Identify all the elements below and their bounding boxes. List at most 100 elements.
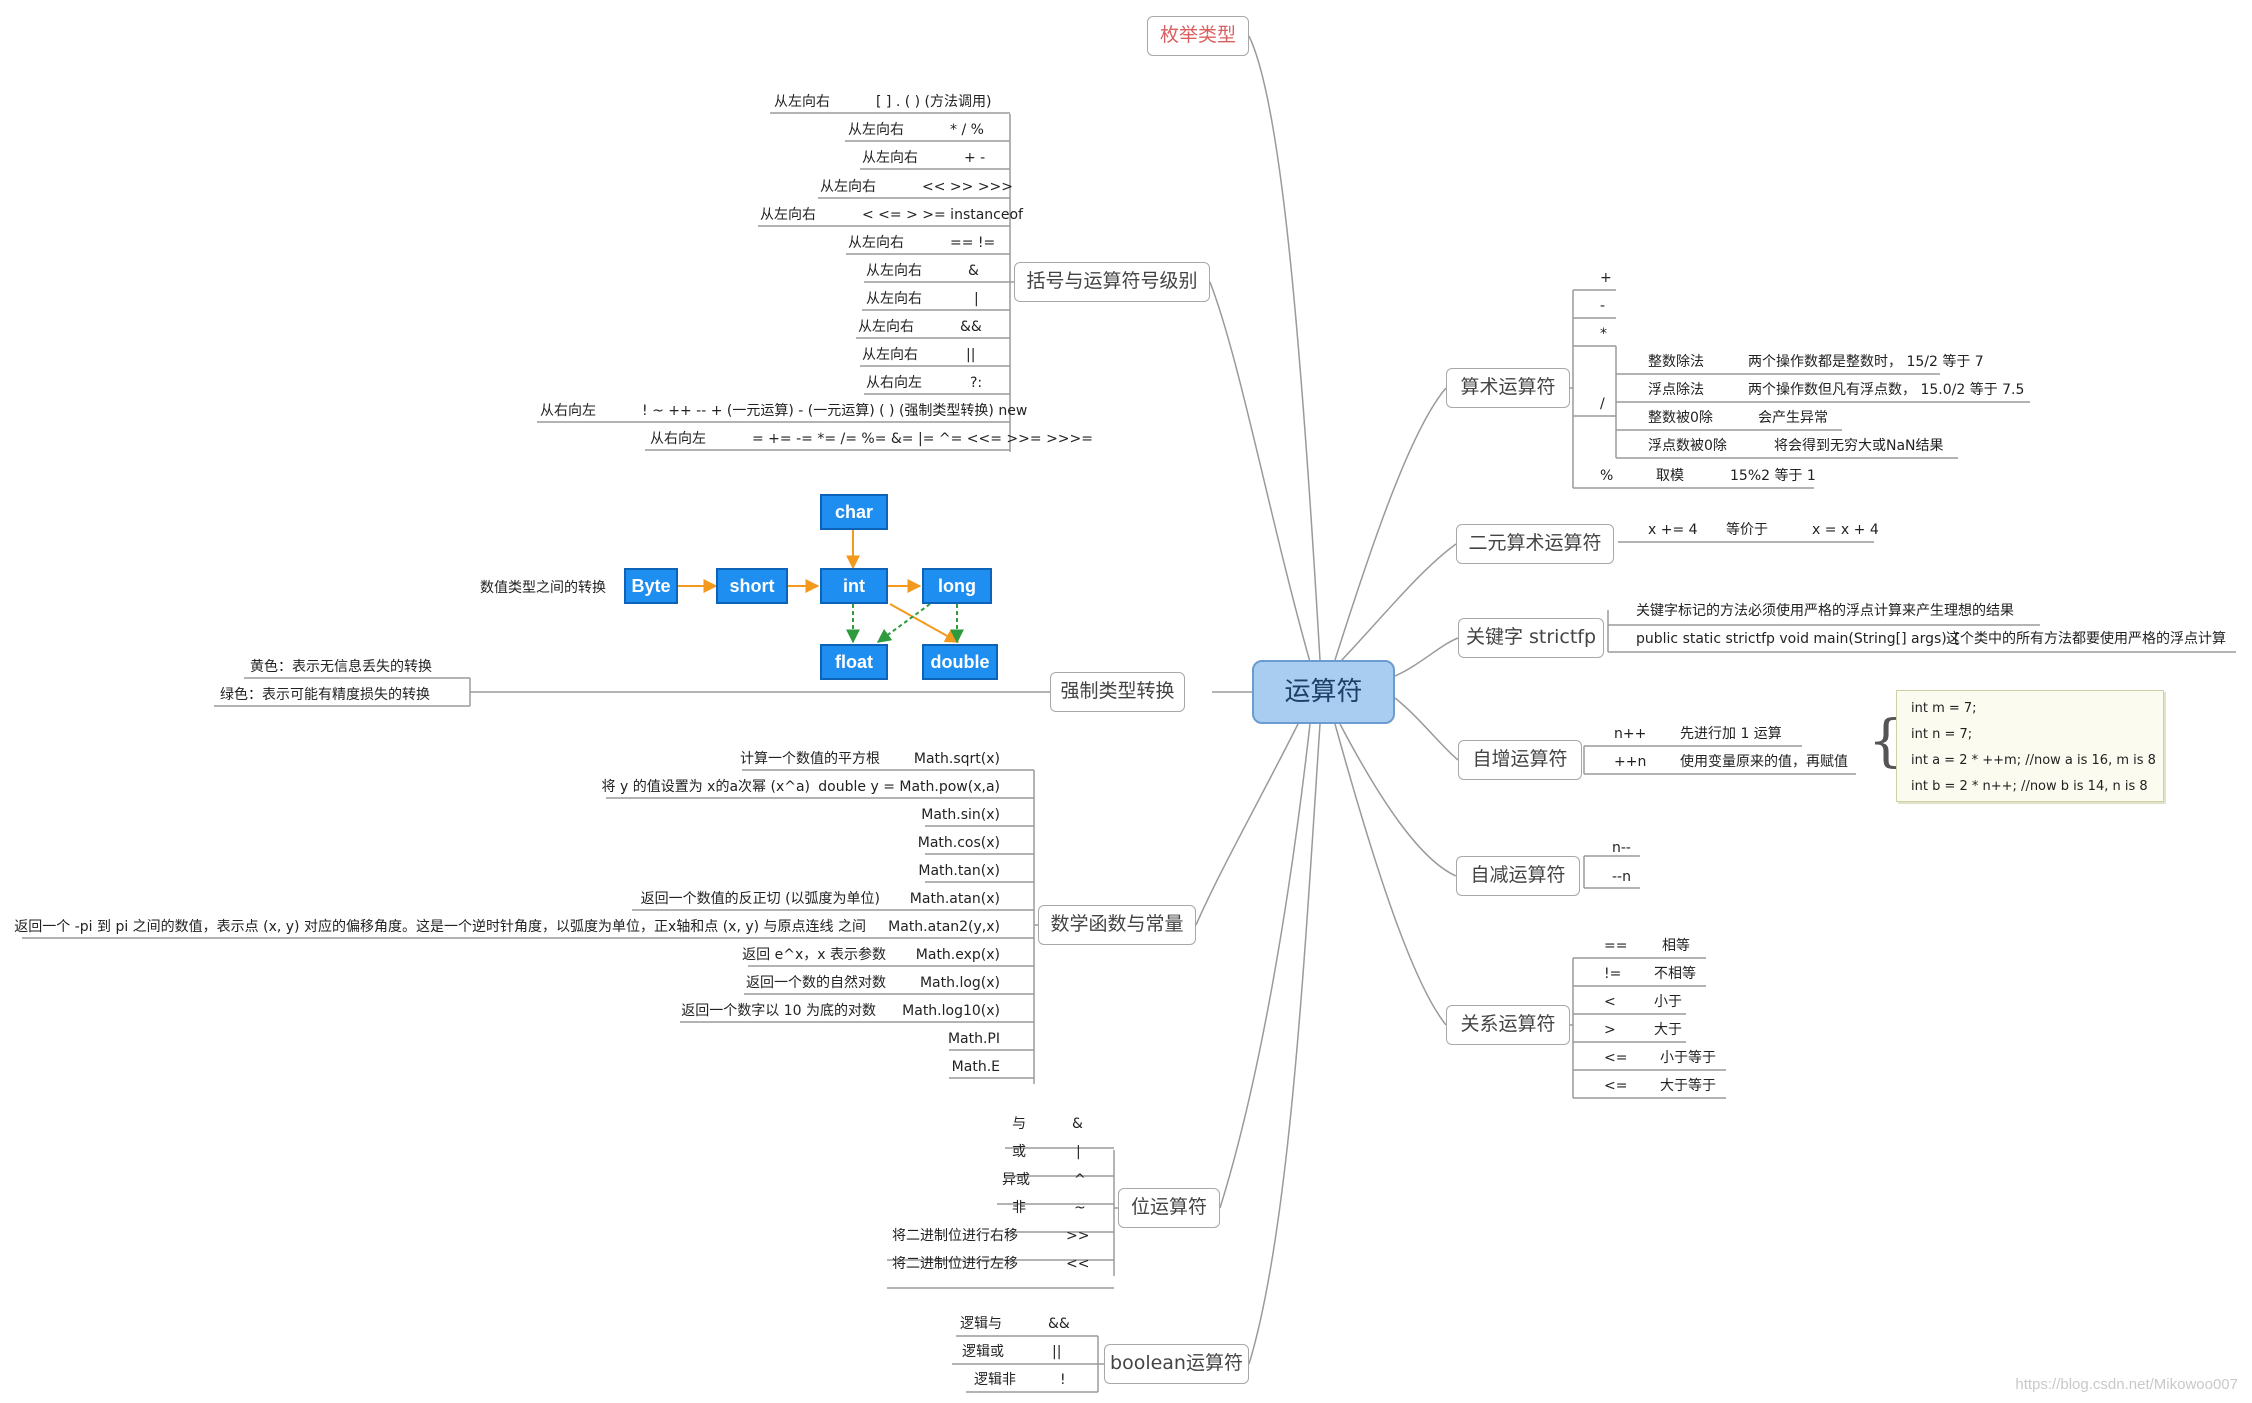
- bool-op: ||: [1052, 1344, 1062, 1360]
- strictfp-note: 这个类中的所有方法都要使用严格的浮点计算: [1946, 631, 2226, 647]
- type-short-box: short: [716, 568, 788, 604]
- watermark: https://blog.csdn.net/Mikowoo007: [2015, 1376, 2238, 1393]
- increment-desc: 先进行加 1 运算: [1680, 726, 1782, 742]
- arith-op: +: [1600, 270, 1612, 286]
- math-desc: 返回一个数字以 10 为底的对数: [681, 1003, 876, 1019]
- decrement-op: --n: [1612, 869, 1631, 885]
- modulo-example: 15%2 等于 1: [1730, 468, 1816, 484]
- relational-op: <=: [1604, 1078, 1628, 1094]
- arith-op: /: [1600, 396, 1605, 412]
- precedence-dir: 从右向左: [866, 375, 922, 391]
- precedence-ops: ! ~ ++ -- + (一元运算) - (一元运算) ( ) (强制类型转换)…: [642, 403, 1028, 419]
- bool-name: 逻辑或: [962, 1344, 1004, 1360]
- branch-boolean-label: boolean运算符: [1110, 1352, 1243, 1374]
- modulo-op: %: [1600, 468, 1614, 484]
- precedence-dir: 从左向右: [760, 207, 816, 223]
- bit-name: 与: [1012, 1116, 1026, 1132]
- math-desc: 返回一个数的自然对数: [746, 975, 886, 991]
- modulo-name: 取模: [1656, 468, 1684, 484]
- math-fn: Math.sin(x): [921, 807, 1000, 823]
- math-fn: Math.cos(x): [917, 835, 1000, 851]
- branch-math[interactable]: 数学函数与常量: [1038, 905, 1196, 945]
- code-line: int n = 7;: [1911, 727, 1973, 742]
- precedence-dir: 从左向右: [848, 122, 904, 138]
- branch-math-label: 数学函数与常量: [1050, 913, 1184, 935]
- bit-name: 将二进制位进行右移: [892, 1228, 1018, 1244]
- branch-precedence-label: 括号与运算符号级别: [1026, 270, 1198, 292]
- precedence-dir: 从右向左: [540, 403, 596, 419]
- branch-arith[interactable]: 算术运算符: [1446, 368, 1570, 408]
- division-name: 整数被0除: [1648, 410, 1713, 426]
- branch-precedence[interactable]: 括号与运算符号级别: [1014, 262, 1210, 302]
- math-fn: Math.atan2(y,x): [888, 919, 1000, 935]
- precedence-ops: < <= > >= instanceof: [862, 207, 1023, 223]
- bit-op: ~: [1074, 1200, 1086, 1216]
- type-char-box: char: [820, 494, 888, 530]
- branch-enum[interactable]: 枚举类型: [1147, 16, 1249, 56]
- precedence-dir: 从左向右: [862, 150, 918, 166]
- precedence-ops: + -: [964, 150, 986, 166]
- relational-desc: 大于等于: [1660, 1078, 1716, 1094]
- center-label: 运算符: [1284, 677, 1363, 707]
- division-desc: 两个操作数都是整数时， 15/2 等于 7: [1748, 354, 1984, 370]
- code-line: int a = 2 * ++m; //now a is 16, m is 8: [1911, 753, 2156, 768]
- precedence-dir: 从左向右: [866, 291, 922, 307]
- bit-op: <<: [1066, 1256, 1090, 1272]
- arith-op: -: [1600, 298, 1606, 314]
- division-name: 整数除法: [1648, 354, 1704, 370]
- center-node[interactable]: 运算符: [1252, 660, 1395, 724]
- branch-decrement-label: 自减运算符: [1470, 864, 1566, 886]
- division-name: 浮点除法: [1648, 382, 1704, 398]
- branch-increment-label: 自增运算符: [1472, 748, 1568, 770]
- bool-op: !: [1060, 1372, 1066, 1388]
- branch-strictfp-label: 关键字 strictfp: [1465, 626, 1597, 648]
- relational-op: >: [1604, 1022, 1616, 1038]
- type-int-box: int: [820, 568, 888, 604]
- increment-desc: 使用变量原来的值，再赋值: [1680, 754, 1848, 770]
- binary-expr: x += 4: [1648, 522, 1698, 538]
- precedence-dir: 从右向左: [650, 431, 706, 447]
- bit-name: 非: [1012, 1200, 1026, 1216]
- branch-relational[interactable]: 关系运算符: [1446, 1005, 1570, 1045]
- branch-decrement[interactable]: 自减运算符: [1456, 856, 1580, 896]
- precedence-ops: |: [974, 291, 979, 307]
- math-fn: Math.exp(x): [915, 947, 1000, 963]
- relational-op: <: [1604, 994, 1616, 1010]
- strictfp-desc: 关键字标记的方法必须使用严格的浮点计算来产生理想的结果: [1636, 603, 2014, 619]
- bool-name: 逻辑与: [960, 1316, 1002, 1332]
- precedence-ops: == !=: [950, 235, 996, 251]
- branch-cast[interactable]: 强制类型转换: [1050, 672, 1185, 712]
- precedence-ops: &&: [960, 319, 982, 335]
- branch-bit[interactable]: 位运算符: [1118, 1188, 1220, 1228]
- arith-op: *: [1600, 326, 1607, 342]
- bit-op: >>: [1066, 1228, 1090, 1244]
- increment-code-note: int m = 7; int n = 7; int a = 2 * ++m; /…: [1896, 690, 2164, 802]
- math-desc: 返回一个数值的反正切 (以弧度为单位): [640, 891, 880, 907]
- math-fn: Math.sqrt(x): [913, 751, 1000, 767]
- branch-strictfp[interactable]: 关键字 strictfp: [1458, 618, 1604, 658]
- bit-name: 异或: [1002, 1172, 1030, 1188]
- increment-op: ++n: [1614, 754, 1647, 770]
- math-fn: Math.log(x): [919, 975, 1000, 991]
- precedence-ops: * / %: [950, 122, 984, 138]
- math-fn: double y = Math.pow(x,a): [818, 779, 1000, 795]
- code-line: int m = 7;: [1911, 701, 1977, 716]
- math-fn: Math.tan(x): [918, 863, 1000, 879]
- branch-increment[interactable]: 自增运算符: [1458, 740, 1582, 780]
- math-fn: Math.log10(x): [902, 1003, 1000, 1019]
- bit-name: 将二进制位进行左移: [892, 1256, 1018, 1272]
- type-double-box: double: [922, 644, 998, 680]
- branch-arith-label: 算术运算符: [1460, 376, 1556, 398]
- math-desc: 返回一个 -pi 到 pi 之间的数值，表示点 (x, y) 对应的偏移角度。这…: [14, 919, 866, 935]
- relational-desc: 小于: [1654, 994, 1682, 1010]
- branch-boolean[interactable]: boolean运算符: [1104, 1344, 1249, 1384]
- precedence-dir: 从左向右: [774, 94, 830, 110]
- division-name: 浮点数被0除: [1648, 438, 1727, 454]
- math-desc: 将 y 的值设置为 x的a次幂 (x^a): [601, 779, 810, 795]
- precedence-ops: << >> >>>: [922, 179, 1014, 195]
- branch-binary-arith[interactable]: 二元算术运算符: [1456, 524, 1614, 564]
- type-byte-box: Byte: [624, 568, 678, 604]
- bit-op: ^: [1074, 1172, 1086, 1188]
- relational-op: !=: [1604, 966, 1622, 982]
